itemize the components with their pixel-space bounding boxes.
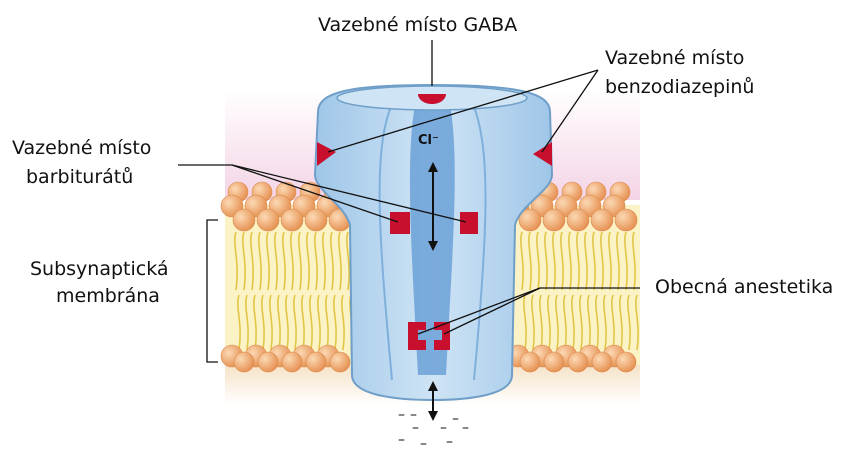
barbiturate-site-left: [390, 212, 410, 234]
lipid-head: [281, 209, 303, 231]
lipid-head: [233, 209, 255, 231]
benzodiazepine-label-line2: benzodiazepinů: [605, 76, 754, 98]
lipid-head: [567, 209, 589, 231]
lipid-head: [615, 209, 637, 231]
lipid-head: [616, 352, 636, 372]
barbiturate-label-line1: Vazebné místo: [12, 137, 151, 159]
svg-text:–: –: [420, 436, 427, 452]
svg-text:–: –: [452, 411, 459, 427]
lipid-head: [305, 209, 327, 231]
anesthetics-label: Obecná anestetika: [655, 276, 833, 298]
barbiturate-label-line2: barbiturátů: [26, 166, 133, 188]
svg-text:–: –: [398, 407, 405, 423]
lipid-head: [282, 352, 302, 372]
lipid-head: [544, 352, 564, 372]
chloride-ion-label: Cl⁻: [418, 133, 439, 148]
lipid-head: [306, 352, 326, 372]
svg-text:–: –: [412, 420, 419, 436]
lipid-head: [330, 352, 350, 372]
benzodiazepine-label-line1: Vazebné místo: [605, 47, 744, 69]
lipid-head: [592, 352, 612, 372]
lipid-head: [591, 209, 613, 231]
lipid-head: [258, 352, 278, 372]
svg-text:–: –: [462, 420, 469, 436]
lipid-head: [257, 209, 279, 231]
svg-text:–: –: [446, 434, 453, 450]
lipid-head: [568, 352, 588, 372]
membrane-label-line2: membrána: [56, 285, 160, 307]
gaba-site-label: Vazebné místo GABA: [318, 14, 517, 36]
lipid-head: [234, 352, 254, 372]
lipid-head: [520, 352, 540, 372]
lipid-head: [543, 209, 565, 231]
svg-text:–: –: [398, 432, 405, 448]
membrane-label-line1: Subsynaptická: [30, 258, 169, 280]
barbiturate-site-right: [460, 212, 478, 234]
